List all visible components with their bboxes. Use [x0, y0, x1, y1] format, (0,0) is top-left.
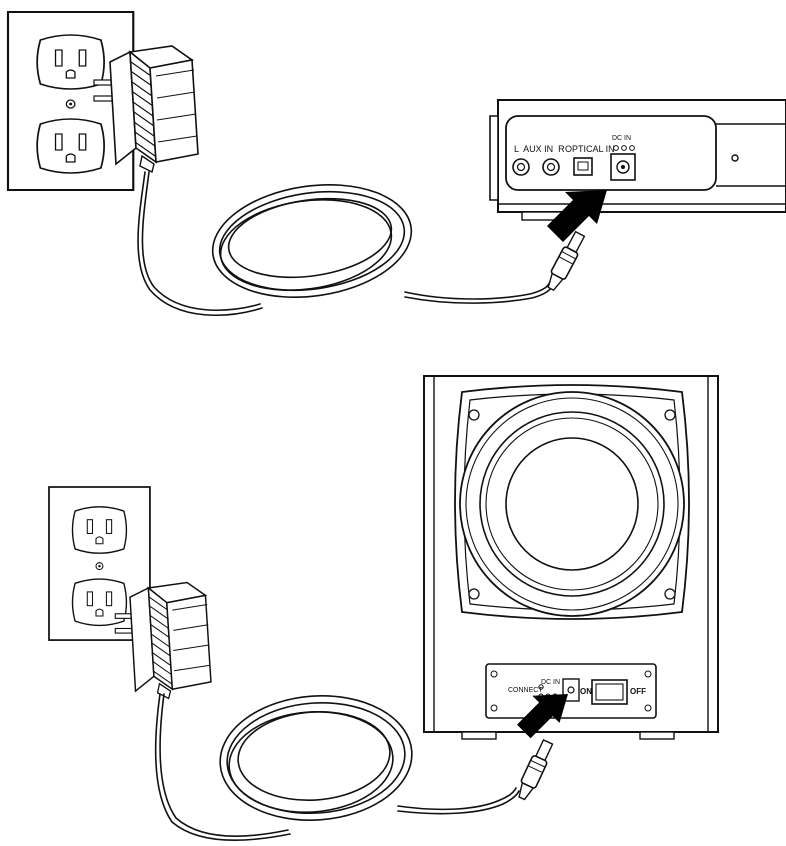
switch-on-label: ON	[580, 687, 592, 696]
cable-top	[137, 171, 554, 317]
dc-plug-icon	[543, 229, 588, 294]
soundbar-dc-in-label: DC IN	[612, 135, 631, 142]
soundbar: L AUX IN R OPTICAL IN DC IN	[489, 99, 786, 221]
cable-bottom	[154, 693, 520, 841]
dc-plug-icon	[513, 737, 557, 803]
woofer-cone-icon	[454, 384, 690, 620]
aux-in-label: L AUX IN R	[514, 144, 565, 154]
subwoofer: CONNECT DC IN ON OFF	[423, 375, 719, 740]
optical-in-label: OPTICAL IN	[565, 144, 615, 154]
polarity-symbol	[613, 145, 635, 151]
connect-label: CONNECT	[508, 687, 543, 694]
subwoofer-dc-in-label: DC IN	[541, 679, 560, 686]
switch-off-label: OFF	[630, 687, 646, 696]
